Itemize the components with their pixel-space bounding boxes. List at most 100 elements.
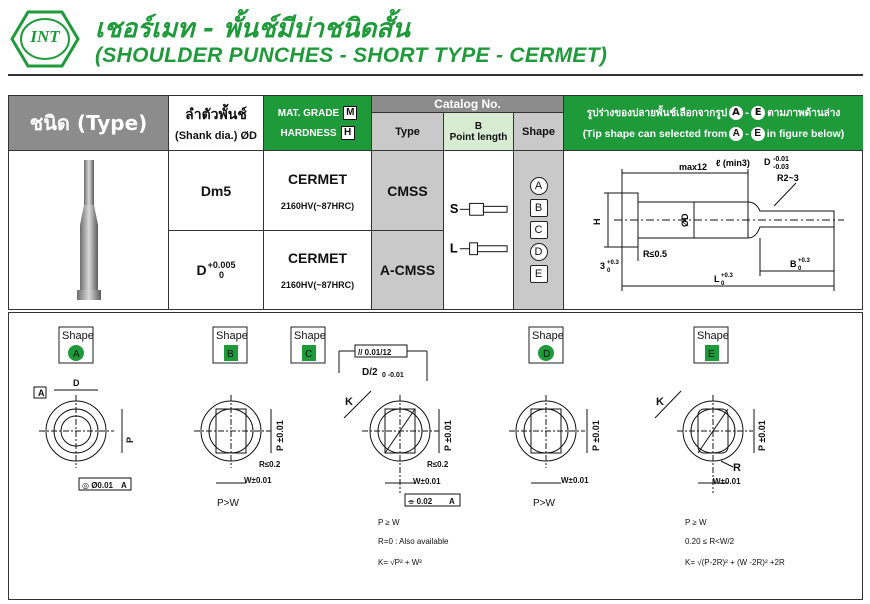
dim-d-sup: -0.01 [773,156,789,163]
shape-c-note3: K= √P² + W² [378,558,422,567]
dim-b-sub: 0 [798,266,802,272]
shank-row1-value: Dm5 [200,182,232,199]
shapes-drawings: Shape A A D P ◎ Ø0.01 A Shape B [33,326,785,567]
shape-a-p: P [125,437,135,443]
punch-photo [76,160,101,300]
tip-from-badge: A [729,106,744,120]
shape-e-k: K [656,396,664,408]
dim-3-sup: +0.3 [607,260,620,266]
dim-r2-3: R2~3 [777,173,799,183]
shape-c-d2: D/2 [362,367,378,378]
shank-header-en: (Shank dia.) ØD [175,130,257,142]
shank-row2-sup: +0.005 [207,260,236,270]
hardness-row1-value: 2160HV(~87HRC) [280,200,355,211]
shape-c-badge: C [305,349,312,360]
shape-c-d2-tol: 0 -0.01 [382,372,404,379]
page-title-english: (SHOULDER PUNCHES - SHORT TYPE - CERMET) [95,44,608,67]
shape-e-r: R [733,462,741,474]
shape-b-title: Shape [216,330,248,342]
shapes-section: Shape A A D P ◎ Ø0.01 A Shape B [8,312,863,600]
dim-b: B [790,259,797,269]
dim-phi-d: ØD [680,212,690,226]
shape-b-r: R≤0.2 [259,460,281,469]
catalog-b-label: B [474,120,483,132]
dim-d-main: D [764,157,771,167]
shape-d-w: W±0.01 [561,476,589,485]
shape-c-p: P ±0.01 [443,420,453,451]
shape-b-w: W±0.01 [244,476,272,485]
shape-e-note1: P ≥ W [685,518,707,527]
shape-a-conc: ◎ Ø0.01 [82,481,114,490]
catalog-type-header: Type [372,113,444,151]
shape-e-note3: K= √(P-2R)² + (W -2R)² +2R [685,558,785,567]
brand-logo [10,10,80,68]
type-header-label: ชนิด (Type) [29,111,148,135]
type-row2-value: A-CMSS [379,262,436,278]
tip-en-suffix: in figure below) [766,127,845,140]
shape-option-d: D [529,243,548,261]
tip-en-to-badge: E [750,126,765,141]
logo-text: INT [30,27,60,46]
shape-d-cond: P>W [533,498,556,509]
shape-e-note2: 0.20 ≤ R<W/2 [685,537,735,546]
dim-l-min3: ℓ (min3) [716,158,750,168]
shape-c-k: K [345,396,353,408]
dim-r05: R≤0.5 [643,249,667,259]
tip-to-badge: E [751,106,766,120]
dim-max12: max12 [679,162,707,172]
type-row1: CMSS [372,151,444,231]
dim-d-sub: -0.03 [773,164,789,171]
catalog-point-label: Point length [449,131,508,143]
catalog-type-label: Type [395,125,420,138]
shape-b-cond: P>W [217,498,240,509]
dim-3: 3 [600,261,605,271]
tip-thai-suffix: ตามภาพด้านล่าง [767,107,841,119]
point-l-label: L [450,240,458,255]
shape-e-badge: E [708,349,715,360]
point-length-icons: S L [450,201,508,255]
shank-row2-value: D [196,262,207,278]
hardness-label: HARDNESS [280,127,337,139]
dim-l-sub: 0 [721,281,725,287]
catalog-shape-header: Shape [514,113,564,151]
punch-photo-cell [9,151,169,310]
shank-row2-sub: 0 [219,270,225,280]
dim-b-sup: +0.3 [798,258,811,264]
shape-c-note1: P ≥ W [378,518,400,527]
shape-e-p: P ±0.01 [757,420,767,451]
dim-3-sub: 0 [607,268,611,274]
shape-option-a: A [529,177,548,195]
shape-b-badge: B [227,349,234,360]
shape-a-title: Shape [62,330,94,342]
type-row2: A-CMSS [372,231,444,310]
shape-e-w: W±0.01 [713,477,741,486]
shape-option-e: E [529,265,548,283]
shape-a-d: D [73,378,80,388]
shape-a-datum: A [38,388,45,398]
shape-c-par: // 0.01/12 [358,348,392,357]
catalog-point-header: B Point length [444,113,514,151]
shape-c-title: Shape [294,330,326,342]
catalog-header-label: Catalog No. [434,97,501,111]
shank-row1: Dm5 [169,151,264,231]
tip-thai-prefix: รูปร่างของปลายพั้นช์เลือกจากรูป [586,107,728,119]
mat-grade-symbol: M [343,106,358,120]
shape-a-badge: A [73,349,80,360]
material-row1-value: CERMET [287,170,348,187]
shape-c-note2: R=0 : Also available [378,537,449,546]
tip-en-prefix: (Tip shape can selected from [582,127,728,140]
shape-c-sym: ⌯ 0.02 [407,497,433,506]
shank-header: ลำตัวพั้นช์ (Shank dia.) ØD [169,96,264,151]
shape-c-r: R≤0.2 [427,460,449,469]
point-length-cell: S L [444,151,514,310]
shape-option-c: C [529,221,548,239]
shape-d-p: P ±0.01 [591,420,601,451]
dim-l-sup: +0.3 [721,273,734,279]
catalog-shape-label: Shape [521,125,555,138]
hardness-symbol: H [340,126,355,140]
point-s-label: S [450,201,459,216]
punch-dimension-drawing: max12 ℓ (min3) D -0.01 -0.03 R2~3 H ØD 3… [592,156,844,291]
material-row1: CERMET 2160HV(~87HRC) [264,151,372,231]
tip-header: รูปร่างของปลายพั้นช์เลือกจากรูป A - E ตา… [564,96,863,151]
